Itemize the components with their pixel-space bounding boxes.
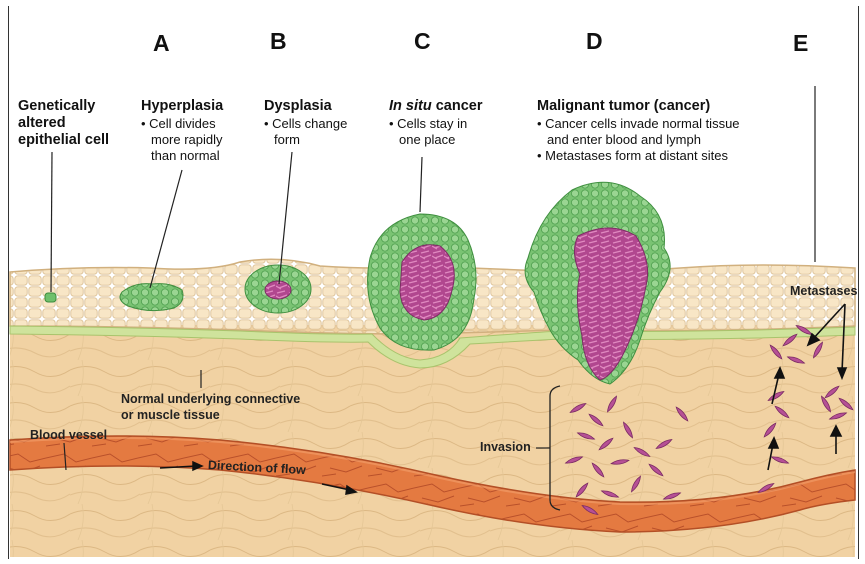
altered-cell-title-line-2: altered bbox=[18, 115, 109, 132]
in-situ-bullet-1: • Cells stay in bbox=[389, 116, 467, 132]
dysplasia-title: Dysplasia bbox=[264, 98, 332, 115]
in-situ-title-italic: In situ bbox=[389, 98, 432, 114]
hyperplasia-cluster bbox=[120, 284, 183, 311]
blood-vessel-label: Blood vessel bbox=[30, 428, 107, 442]
in-situ-bullet-2: one place bbox=[389, 132, 467, 148]
invasion-label: Invasion bbox=[480, 440, 531, 454]
altered-cell-title-line-3: epithelial cell bbox=[18, 132, 109, 149]
dysplasia-bullets: • Cells change form bbox=[264, 116, 347, 148]
altered-cell-title-line-1: Genetically bbox=[18, 98, 109, 115]
malignant-bullet-3: • Metastases form at distant sites bbox=[537, 148, 740, 164]
connective-label-line-2: or muscle tissue bbox=[121, 407, 300, 423]
stage-letter-a: A bbox=[153, 30, 170, 57]
dysplasia-core bbox=[265, 281, 291, 299]
stage-letter-b: B bbox=[270, 28, 287, 55]
stage-letter-d: D bbox=[586, 28, 603, 55]
hyperplasia-bullet-3: than normal bbox=[141, 148, 223, 164]
leader-line-d bbox=[420, 157, 422, 212]
malignant-bullets: • Cancer cells invade normal tissue and … bbox=[537, 116, 740, 164]
malignant-bullet-2: and enter blood and lymph bbox=[537, 132, 740, 148]
dysplasia-bullet-1: • Cells change bbox=[264, 116, 347, 132]
altered-cell-title: Genetically altered epithelial cell bbox=[18, 98, 109, 149]
connective-label-line-1: Normal underlying connective bbox=[121, 391, 300, 407]
dysplasia-bullet-2: form bbox=[264, 132, 347, 148]
hyperplasia-title: Hyperplasia bbox=[141, 98, 223, 115]
malignant-title: Malignant tumor (cancer) bbox=[537, 98, 710, 115]
in-situ-title: In situ cancer bbox=[389, 98, 483, 115]
hyperplasia-bullet-2: more rapidly bbox=[141, 132, 223, 148]
metastases-label: Metastases bbox=[790, 284, 857, 298]
connective-label: Normal underlying connective or muscle t… bbox=[121, 391, 300, 423]
in-situ-bullets: • Cells stay in one place bbox=[389, 116, 467, 148]
stage-letter-c: C bbox=[414, 28, 431, 55]
hyperplasia-bullet-1: • Cell divides bbox=[141, 116, 223, 132]
malignant-bullet-1: • Cancer cells invade normal tissue bbox=[537, 116, 740, 132]
altered-cell bbox=[45, 293, 56, 302]
in-situ-title-rest: cancer bbox=[432, 98, 483, 114]
hyperplasia-bullets: • Cell divides more rapidly than normal bbox=[141, 116, 223, 164]
stage-letter-e: E bbox=[793, 30, 808, 57]
